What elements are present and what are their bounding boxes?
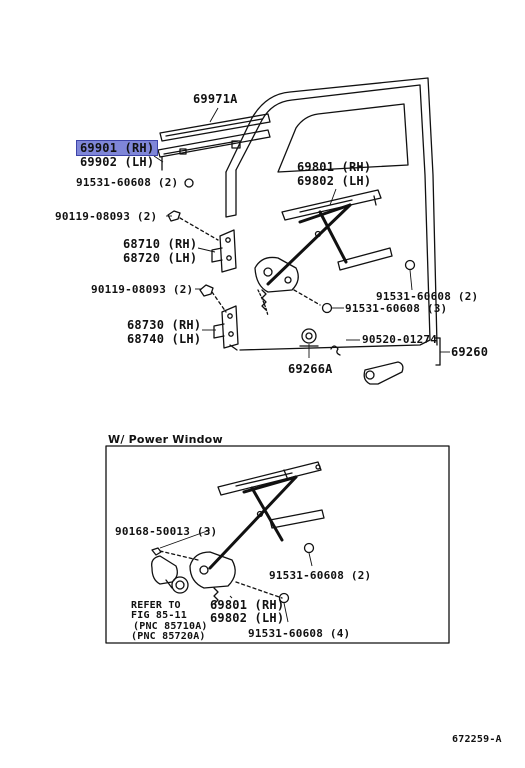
leader-lines bbox=[153, 107, 450, 623]
label-91531-right-2[interactable]: 91531-60608 (2) bbox=[376, 290, 479, 303]
label-69802[interactable]: 69802 (LH) bbox=[297, 174, 372, 188]
bolt-icon bbox=[278, 592, 290, 604]
label-69971a[interactable]: 69971A bbox=[193, 92, 238, 106]
regulator-handle bbox=[330, 337, 441, 385]
figure-id: 672259-A bbox=[452, 734, 502, 745]
door-glass bbox=[277, 103, 409, 173]
washer bbox=[299, 328, 319, 347]
bolt-icon bbox=[184, 178, 194, 188]
inset-title: W/ Power Window bbox=[108, 433, 223, 446]
label-69260[interactable]: 69260 bbox=[451, 345, 489, 359]
label-91531-inset-4[interactable]: 91531-60608 (4) bbox=[248, 627, 351, 640]
label-inset-69801[interactable]: 69801 (RH) bbox=[210, 598, 285, 612]
nut-icon bbox=[167, 210, 181, 222]
refer-line-1: REFER TO bbox=[131, 600, 181, 611]
power-window-regulator bbox=[189, 461, 325, 605]
refer-line-4: (PNC 85720A) bbox=[131, 631, 206, 642]
label-69901-highlighted[interactable]: 69901 (RH) bbox=[76, 140, 159, 156]
upper-hinge bbox=[179, 217, 237, 273]
label-90520[interactable]: 90520-01274 bbox=[362, 333, 438, 346]
bolt-icon bbox=[404, 259, 416, 271]
label-69902[interactable]: 69902 (LH) bbox=[80, 155, 155, 169]
window-motor bbox=[151, 555, 189, 594]
label-69266a[interactable]: 69266A bbox=[288, 362, 333, 376]
label-68740[interactable]: 68740 (LH) bbox=[127, 332, 202, 346]
label-90168[interactable]: 90168-50013 (3) bbox=[115, 525, 218, 538]
window-regulator bbox=[254, 189, 393, 317]
label-91531-top[interactable]: 91531-60608 (2) bbox=[76, 176, 179, 189]
label-91531-right-3[interactable]: 91531-60608 (3) bbox=[345, 302, 448, 315]
label-91531-inset-2[interactable]: 91531-60608 (2) bbox=[269, 569, 372, 582]
bolt-icon bbox=[321, 302, 333, 314]
refer-line-3: (PNC 85710A) bbox=[133, 621, 208, 632]
bolt-icon bbox=[303, 542, 315, 554]
label-90119-lower[interactable]: 90119-08093 (2) bbox=[91, 283, 194, 296]
label-68710[interactable]: 68710 (RH) bbox=[123, 237, 198, 251]
label-68720[interactable]: 68720 (LH) bbox=[123, 251, 198, 265]
power-window-inset-frame bbox=[105, 445, 450, 644]
label-90119-upper[interactable]: 90119-08093 (2) bbox=[55, 210, 158, 223]
lower-hinge bbox=[211, 291, 239, 349]
glass-run-channel bbox=[159, 113, 271, 142]
inset-bolt-icon bbox=[151, 547, 162, 556]
nut-icon-2 bbox=[199, 284, 214, 297]
label-69801[interactable]: 69801 (RH) bbox=[297, 160, 372, 174]
refer-line-2: FIG 85-11 bbox=[131, 610, 187, 621]
label-inset-69802[interactable]: 69802 (LH) bbox=[210, 611, 285, 625]
label-68730[interactable]: 68730 (RH) bbox=[127, 318, 202, 332]
window-channel bbox=[157, 129, 271, 171]
